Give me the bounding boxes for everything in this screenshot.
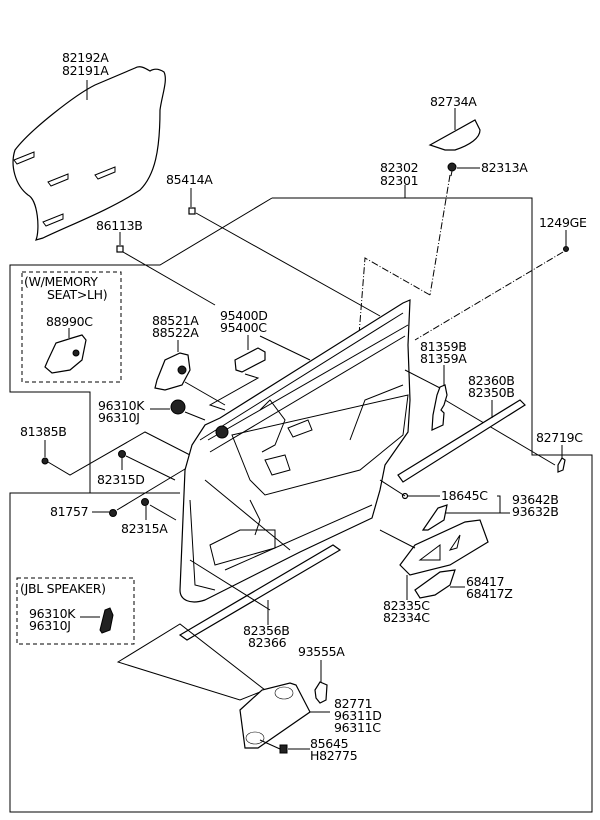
label-96311d: 96311D bbox=[334, 708, 382, 723]
jbl-tweeter-part bbox=[99, 607, 114, 634]
courtesy-lamp-part bbox=[234, 347, 266, 373]
label-82719c: 82719C bbox=[536, 430, 583, 445]
cap-82719c-part bbox=[557, 457, 566, 473]
screw-icon bbox=[447, 162, 457, 177]
label-1249ge: 1249GE bbox=[539, 215, 587, 230]
label-82315d: 82315D bbox=[97, 472, 145, 487]
upper-garnish bbox=[428, 119, 481, 151]
label-82335c: 82335C bbox=[383, 598, 430, 613]
seat-switch-part bbox=[154, 352, 191, 391]
label-96310j: 96310J bbox=[98, 410, 140, 425]
label-96310k: 96310K bbox=[98, 398, 145, 413]
label-18645c: 18645C bbox=[441, 488, 488, 503]
label-68417z: 68417Z bbox=[466, 586, 513, 601]
cover-68417-part bbox=[414, 569, 456, 599]
clip-81385b-icon bbox=[41, 457, 49, 465]
trim-separator-sheet bbox=[12, 66, 166, 241]
door-trim-panel-part bbox=[179, 299, 411, 603]
tweeter-part bbox=[170, 399, 186, 415]
label-68417: 68417 bbox=[466, 574, 504, 589]
label-82301: 82301 bbox=[380, 173, 418, 188]
clip-icon bbox=[188, 207, 196, 215]
label-82734a: 82734A bbox=[430, 94, 477, 109]
jbl-speaker-label: (JBL SPEAKER) bbox=[20, 581, 106, 596]
sheet-slots bbox=[13, 151, 116, 227]
label-88521a: 88521A bbox=[152, 313, 199, 328]
label-88990c: 88990C bbox=[46, 314, 93, 329]
label-95400c: 95400C bbox=[220, 320, 267, 335]
jbl-speaker-group-box bbox=[16, 577, 135, 645]
memory-seat-label-1: (W/MEMORY bbox=[24, 274, 98, 289]
label-93642b: 93642B bbox=[512, 492, 559, 507]
label-85414a: 85414A bbox=[166, 172, 213, 187]
labels: 82192A 82191A 82734A 82313A 82302 82301 … bbox=[20, 50, 587, 763]
label-93555a: 93555A bbox=[298, 644, 345, 659]
label-86113b: 86113B bbox=[96, 218, 143, 233]
memory-seat-label-2: SEAT>LH) bbox=[47, 287, 107, 302]
pad-85645-part bbox=[279, 744, 288, 754]
label-82350b: 82350B bbox=[468, 385, 515, 400]
bolt-81757-icon bbox=[109, 509, 117, 517]
moulding-82356b-part bbox=[178, 544, 342, 641]
label-95400d: 95400D bbox=[220, 308, 268, 323]
label-82313a: 82313A bbox=[481, 160, 528, 175]
label-81359b: 81359B bbox=[420, 339, 467, 354]
label-82334c: 82334C bbox=[383, 610, 430, 625]
label-82360b: 82360B bbox=[468, 373, 515, 388]
label-81359a: 81359A bbox=[420, 351, 467, 366]
label-81757: 81757 bbox=[50, 504, 88, 519]
speaker-grille-part bbox=[239, 682, 311, 749]
label-82192a: 82192A bbox=[62, 50, 109, 65]
clip-icon bbox=[116, 245, 124, 253]
label-88522a: 88522A bbox=[152, 325, 199, 340]
memory-seat-group-box bbox=[21, 271, 122, 383]
armrest-panel-part bbox=[399, 519, 489, 576]
label-85645: 85645 bbox=[310, 736, 348, 751]
label-82315a: 82315A bbox=[121, 521, 168, 536]
label-81385b: 81385B bbox=[20, 424, 67, 439]
switch-93555a-part bbox=[314, 681, 328, 704]
label-93632b: 93632B bbox=[512, 504, 559, 519]
screw-82315a-icon bbox=[141, 498, 149, 506]
power-window-switch-part bbox=[421, 504, 448, 531]
label-82302: 82302 bbox=[380, 160, 418, 175]
label-96311c: 96311C bbox=[334, 720, 381, 735]
label-82356b: 82356B bbox=[243, 623, 290, 638]
inside-handle-cover-part bbox=[431, 384, 448, 431]
label-jbl-96310j: 96310J bbox=[29, 618, 71, 633]
weatherstrip-part bbox=[397, 399, 526, 483]
screw-1249ge-icon bbox=[563, 246, 569, 252]
memory-switch-part bbox=[44, 334, 87, 374]
label-82366: 82366 bbox=[248, 635, 287, 650]
label-h82775: H82775 bbox=[310, 748, 357, 763]
label-jbl-96310k: 96310K bbox=[29, 606, 76, 621]
label-82191a: 82191A bbox=[62, 63, 109, 78]
screw-82315d-icon bbox=[118, 450, 126, 458]
label-82771: 82771 bbox=[334, 696, 372, 711]
